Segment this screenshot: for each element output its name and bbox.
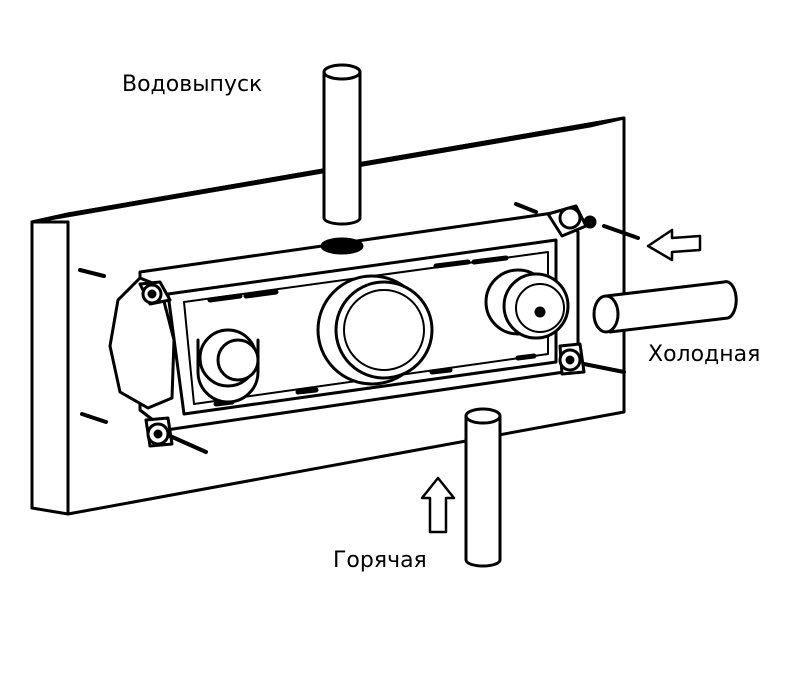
cold-pipe	[592, 280, 738, 334]
cold-arrow-icon	[646, 228, 702, 262]
mounting-brackets	[138, 204, 597, 448]
right-knob	[484, 268, 570, 340]
cold-water-label: Холодная	[648, 342, 761, 367]
outlet-pipe	[322, 63, 362, 226]
hot-arrow-icon	[420, 476, 456, 534]
left-knob	[196, 328, 260, 404]
outlet-label: Водовыпуск	[122, 72, 263, 97]
hot-pipe	[464, 407, 502, 568]
hot-water-label: Горячая	[333, 548, 427, 573]
screws	[78, 202, 640, 454]
center-dial	[316, 274, 434, 386]
